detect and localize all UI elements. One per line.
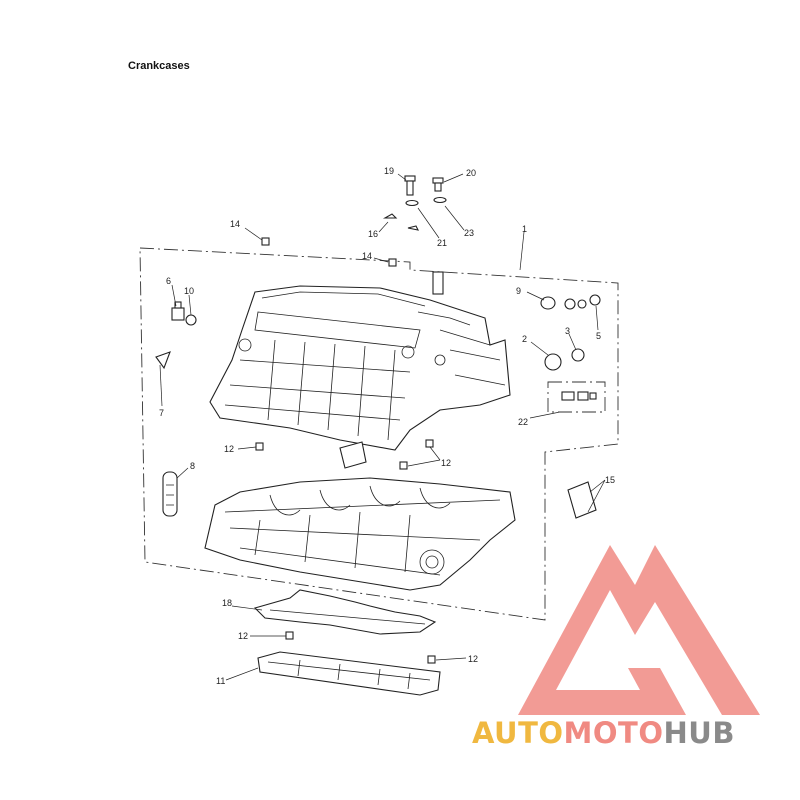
pin-16a[interactable]	[382, 213, 398, 219]
bearing-shell-15[interactable]	[567, 481, 597, 519]
o-ring-23[interactable]	[433, 196, 447, 204]
callout-23: 23	[464, 228, 474, 238]
bolt-19[interactable]	[404, 175, 416, 196]
o-ring-21[interactable]	[405, 199, 419, 207]
callout-18: 18	[222, 598, 232, 608]
dowel-14b[interactable]	[388, 258, 397, 267]
pin-16b[interactable]	[407, 225, 419, 231]
callout-12-b: 12	[441, 458, 451, 468]
lower-crankcase[interactable]	[204, 477, 516, 591]
callout-11: 11	[216, 676, 225, 686]
dowel-12d[interactable]	[427, 655, 436, 664]
callout-labels: 19 20 14 16 21 23 1 14 6 10 9 5 3 2 7 22…	[159, 166, 615, 686]
plug-6[interactable]	[171, 301, 185, 321]
sight-glass-8[interactable]	[162, 471, 178, 517]
callout-14-b: 14	[362, 251, 372, 261]
leader-lines	[159, 173, 606, 681]
sump-11[interactable]	[257, 651, 441, 696]
dowel-12b2[interactable]	[399, 461, 408, 470]
bearing-shell-upper[interactable]	[339, 441, 367, 469]
blanking-plug-7[interactable]	[155, 351, 171, 370]
bearing-2[interactable]	[544, 353, 562, 371]
callout-1: 1	[522, 224, 527, 234]
seal-3[interactable]	[571, 348, 585, 362]
sleeve-upper[interactable]	[432, 271, 444, 295]
triangle-m-logo-icon	[518, 545, 760, 715]
callout-10: 10	[184, 286, 194, 296]
callout-20: 20	[466, 168, 476, 178]
callout-5: 5	[596, 331, 601, 341]
kit-22-boundary	[547, 381, 606, 413]
callout-16: 16	[368, 229, 378, 239]
watermark-logo-shape	[518, 545, 760, 715]
dowel-12b[interactable]	[425, 439, 434, 448]
callout-8: 8	[190, 461, 195, 471]
watermark-text-hub: HUB	[663, 716, 735, 750]
page-title: Crankcases	[128, 60, 190, 72]
dowel-12a[interactable]	[255, 442, 264, 451]
callout-12-a: 12	[224, 444, 234, 454]
bolt-20[interactable]	[432, 177, 444, 192]
baffle-plate-18[interactable]	[253, 589, 437, 635]
upper-crankcase[interactable]	[209, 285, 511, 451]
assembly-boundary	[139, 247, 619, 621]
callout-2: 2	[522, 334, 527, 344]
callout-15: 15	[605, 475, 615, 485]
callout-3: 3	[565, 326, 570, 336]
dowel-14a[interactable]	[261, 237, 270, 246]
callout-19: 19	[384, 166, 394, 176]
callout-12-d: 12	[468, 654, 478, 664]
watermark-text: AUTOMOTOHUB	[472, 716, 735, 750]
callout-9: 9	[516, 286, 521, 296]
callout-7: 7	[159, 408, 164, 418]
plug-9-group[interactable]	[540, 294, 601, 310]
dowel-12c[interactable]	[285, 631, 294, 640]
callout-21: 21	[437, 238, 447, 248]
fixing-kit-22[interactable]	[561, 391, 597, 401]
callout-14-a: 14	[230, 219, 240, 229]
callout-22: 22	[518, 417, 528, 427]
washer-10[interactable]	[185, 314, 197, 326]
watermark-text-auto: AUTO	[472, 716, 564, 750]
callout-12-c: 12	[238, 631, 248, 641]
watermark-text-moto: MOTO	[563, 716, 664, 750]
callout-6: 6	[166, 276, 171, 286]
